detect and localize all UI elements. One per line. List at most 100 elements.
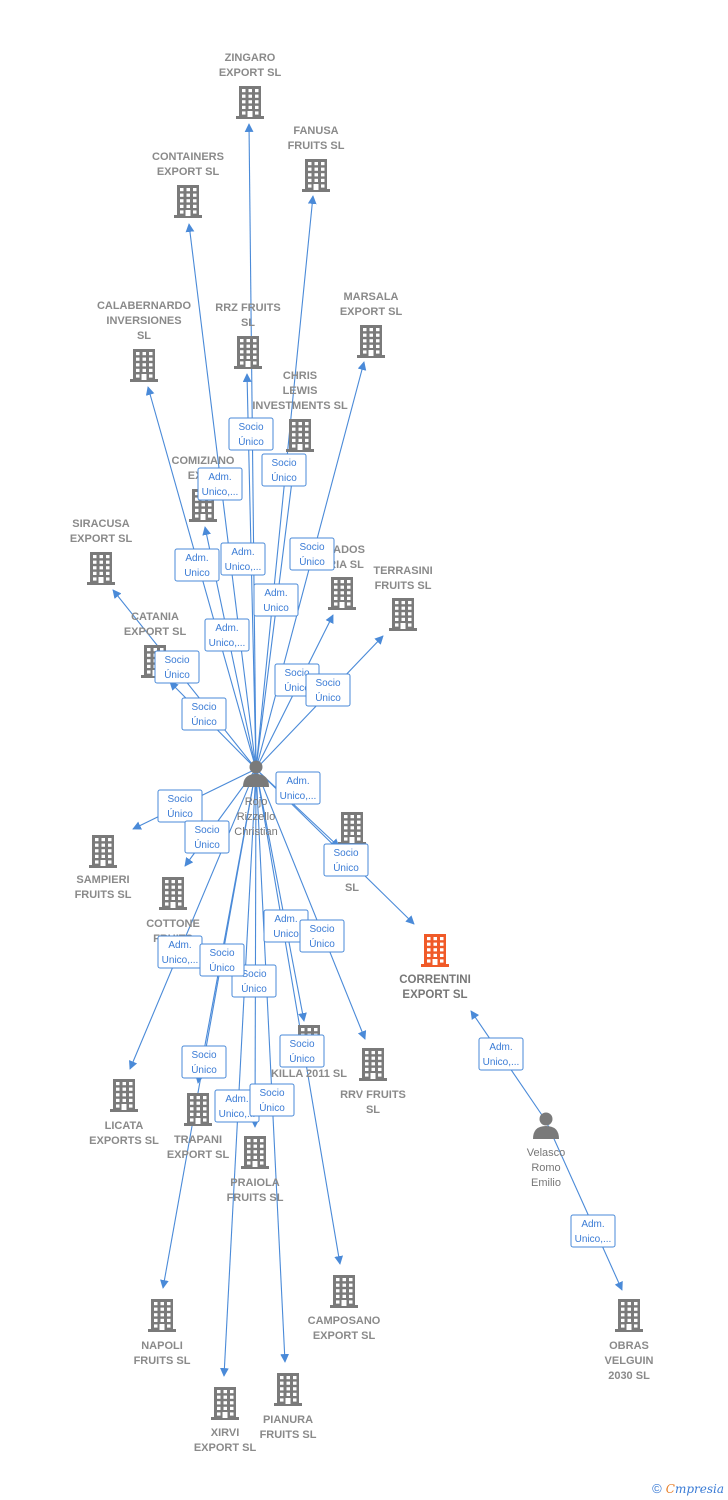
node-label-line: Romo <box>531 1162 560 1174</box>
edge-label-line: Adm. <box>208 472 231 483</box>
node-label-line: EXPORT SL <box>313 1330 376 1342</box>
edge-label-line: Adm. <box>168 940 191 951</box>
node-label-line: SL <box>345 882 359 894</box>
node-label-line: FRUITS SL <box>260 1429 317 1441</box>
node-label-line: MARSALA <box>344 291 399 303</box>
node-label-line: ZINGARO <box>225 52 276 64</box>
edge-rojo-ezzi <box>255 768 340 848</box>
edge-label-line: Único <box>238 435 264 448</box>
node-label-line: EXPORT SL <box>167 1149 230 1161</box>
edge-label-line: Único <box>209 961 235 974</box>
edge-label-rojo-containers[interactable]: Adm.Unico,... <box>220 542 266 576</box>
company-fanusa[interactable]: FANUSA FRUITS SL <box>288 125 345 192</box>
edge-label-line: Adm. <box>215 623 238 634</box>
edge-label-line: Único <box>299 555 325 568</box>
edge-labels-layer: SocioÚnicoSocioÚnicoAdm.Unico,...Adm.Uni… <box>154 417 616 1248</box>
edge-label-line: Adm. <box>581 1219 604 1230</box>
node-label-line: FRUITS SL <box>288 140 345 152</box>
edge-label-line: Socio <box>167 794 192 805</box>
brand-initial: C <box>665 1482 675 1496</box>
node-label-line: FRUITS SL <box>227 1192 284 1204</box>
edge-label-line: Socio <box>315 678 340 689</box>
edge-label-rojo-comiziano[interactable]: Adm. Unico,... <box>204 618 250 652</box>
edge-label-rojo-rrzfruits[interactable]: Adm.Unico <box>253 583 299 617</box>
node-label-line: FANUSA <box>293 125 338 137</box>
node-label-line: SIRACUSA <box>72 518 130 530</box>
edge-label-rojo-xirvi[interactable]: Adm.Unico,... <box>214 1089 260 1123</box>
edge-label-line: Unico,... <box>209 638 246 649</box>
edge-label-line: Unico,... <box>575 1234 612 1245</box>
edge-label-velasco-correntini[interactable]: Adm.Unico,... <box>478 1037 524 1071</box>
edge-label-line: Socio <box>259 1088 284 1099</box>
edge-label-line: Adm. <box>489 1042 512 1053</box>
copyright-symbol: © <box>652 1481 662 1496</box>
node-label-line: KILLA 2011 SL <box>271 1068 347 1080</box>
edge-label-line: Adm. <box>274 914 297 925</box>
edge-label-line: Socio <box>164 655 189 666</box>
node-label-line: CONTAINERS <box>152 151 224 163</box>
node-label-line: CATANIA <box>131 611 179 623</box>
node-label-line: CHRIS <box>283 370 317 382</box>
node-label-line: SL <box>137 330 151 342</box>
node-label-line: TERRASINI <box>373 565 432 577</box>
edge-rojo-xirvi <box>220 768 257 1377</box>
company-cottone[interactable]: COTTONEFRUITS <box>146 877 200 945</box>
edge-label-line: Socio <box>299 542 324 553</box>
edge-label-rojo-licata[interactable]: Adm.Unico,... <box>157 935 203 969</box>
edge-label-line: Unico,... <box>219 1109 256 1120</box>
edge-label-rojo-chris[interactable]: Adm.Unico,... <box>197 467 243 501</box>
node-label-line: FRUITS SL <box>375 580 432 592</box>
edge-label-line: Único <box>309 937 335 950</box>
edge-label-rojo-calabernardo[interactable]: Adm.Unico <box>174 548 220 582</box>
edge-label-rojo-correntini[interactable]: Adm.Unico,... <box>275 771 321 805</box>
company-terrasini[interactable]: TERRASINI FRUITS SL <box>373 565 433 631</box>
node-label-line: Emilio <box>531 1177 561 1189</box>
node-label-line: SL <box>366 1104 380 1116</box>
edge-label-line: Socio <box>238 422 263 433</box>
edge-rojo-praiola <box>250 768 260 1128</box>
node-label-line: COTTONE <box>146 918 200 930</box>
edge-label-line: Socio <box>271 458 296 469</box>
node-label-line: CORRENTINI <box>399 974 471 986</box>
edge-label-line: Unico <box>273 929 299 940</box>
brand-name: mpresia <box>674 1482 724 1496</box>
edge-label-line: Único <box>333 861 359 874</box>
edge-label-velasco-obras[interactable]: Adm. Unico,... <box>570 1214 616 1248</box>
node-label-line: EXPORT SL <box>194 1442 257 1454</box>
